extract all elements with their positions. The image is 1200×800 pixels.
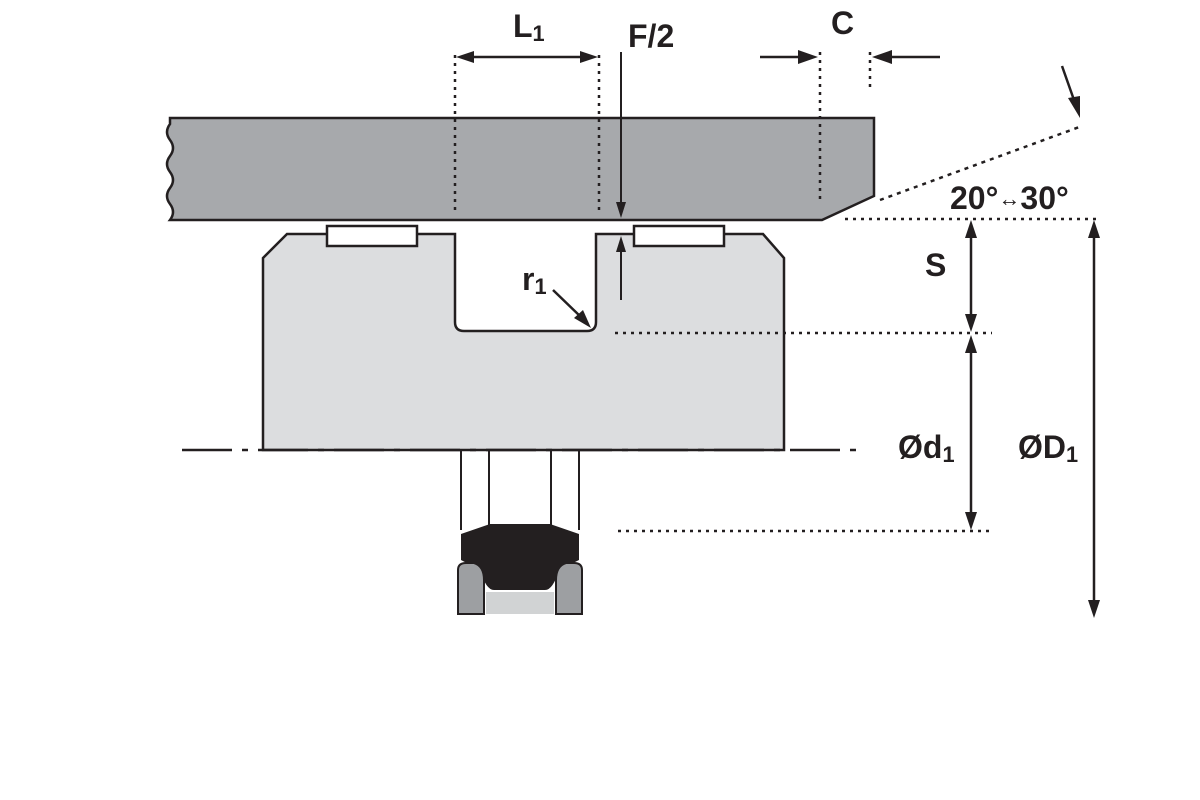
label-L1: L1 bbox=[513, 10, 545, 45]
piston-body bbox=[261, 232, 786, 452]
backup-ring-left bbox=[457, 562, 485, 615]
label-angle: 20°↔30° bbox=[950, 182, 1069, 214]
label-C: C bbox=[831, 5, 855, 41]
seal-section bbox=[457, 450, 583, 615]
label-d1-sub: 1 bbox=[942, 441, 955, 467]
label-D1-base: D bbox=[1042, 429, 1066, 465]
label-S: S bbox=[925, 247, 947, 283]
label-angle-from: 20° bbox=[950, 180, 999, 216]
label-d1: Ød1 bbox=[898, 431, 955, 466]
label-r1-sub: 1 bbox=[534, 273, 547, 299]
label-d1-base: d bbox=[922, 429, 943, 465]
label-D1-sub: 1 bbox=[1066, 441, 1079, 467]
guide-ring-left bbox=[325, 224, 419, 248]
double-arrow-icon: ↔ bbox=[998, 186, 1021, 211]
guide-ring-right bbox=[632, 224, 726, 248]
diameter-icon: Ø bbox=[1018, 429, 1043, 465]
cylinder-wall bbox=[165, 116, 876, 222]
r1-leader bbox=[552, 289, 583, 319]
diameter-icon: Ø bbox=[898, 429, 923, 465]
label-F2: F/2 bbox=[628, 18, 675, 54]
seal-profile bbox=[461, 524, 579, 590]
label-D1: ØD1 bbox=[1018, 431, 1078, 466]
label-L1-base: L bbox=[513, 8, 533, 44]
label-r1-base: r bbox=[522, 261, 535, 297]
label-r1: r1 bbox=[522, 263, 547, 298]
backup-ring-right bbox=[555, 562, 583, 615]
label-angle-to: 30° bbox=[1020, 180, 1069, 216]
label-L1-sub: 1 bbox=[532, 20, 545, 46]
